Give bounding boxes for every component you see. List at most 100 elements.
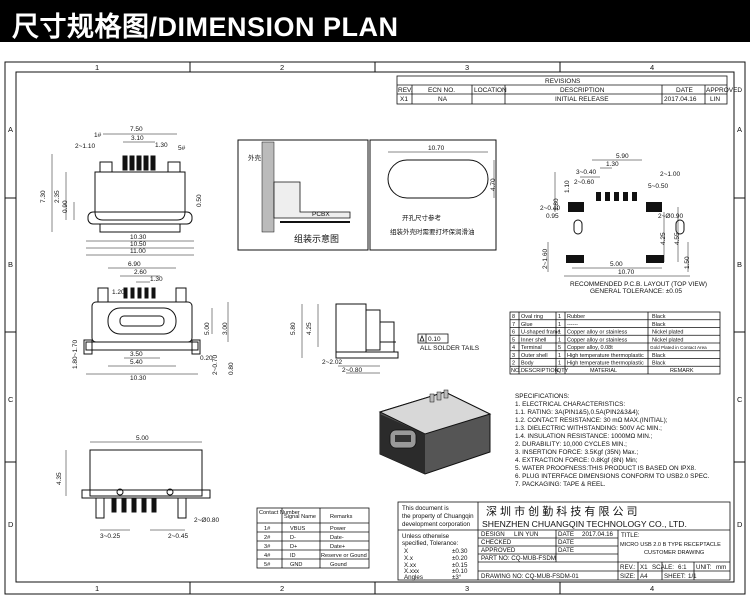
- bom-r1-rem: Black: [652, 322, 666, 328]
- company-name-cn: 深 圳 市 创 勤 科 技 有 限 公 司: [486, 504, 638, 518]
- top-3-0-25: 3~0.25: [100, 533, 120, 540]
- dim-5-00: 5.00: [204, 322, 211, 335]
- bom-r5-qty: 1: [558, 353, 561, 359]
- bom-r6-mat: High temperature thermoplastic: [567, 361, 644, 367]
- grid-row-b: B: [8, 260, 13, 269]
- rev-header-0: REV.: [398, 87, 413, 94]
- scale-value: 6:1: [678, 564, 687, 571]
- dim-7-50: 7.50: [130, 126, 143, 133]
- bom-r0-qty: 1: [558, 314, 561, 320]
- spec-line-5: 1.4. INSULATION RESISTANCE: 1000MΩ MIN.;: [515, 433, 653, 440]
- spec-line-2: 1.1. RATING: 3A(PIN1&5),0.5A(PIN2&3&4);: [515, 409, 640, 416]
- bom-r3-rem: Nickel plated: [652, 337, 684, 343]
- grid-col-3-bottom: 3: [465, 584, 469, 593]
- grid-col-1-bottom: 1: [95, 584, 99, 593]
- bom-r0-rem: Black: [652, 314, 666, 320]
- rev-cell-5: LIN: [710, 96, 720, 103]
- scale-label: SCALE:: [652, 564, 674, 571]
- top-4-35: 4.35: [56, 472, 63, 485]
- bom-r3-mat: Copper alloy or stainless: [567, 337, 627, 343]
- specifications: SPECIFICATIONS: 1. ELECTRICAL CHARACTERI…: [515, 393, 710, 488]
- bom-r0-mat: Rubber: [567, 314, 585, 320]
- grid-col-2: 2: [280, 63, 284, 72]
- dim-11-00: 11.00: [130, 248, 146, 255]
- pin-r3-c1: ID: [290, 553, 296, 559]
- cutout-10-70: 10.70: [428, 145, 445, 152]
- grid-row-d: D: [8, 520, 14, 529]
- dim-1-80-1-70: 1.80~1.70: [72, 340, 79, 369]
- pcb-2-0-60: 2~0.60: [574, 179, 594, 186]
- pin-r0-c1: VBUS: [290, 526, 306, 532]
- date3-label: DATE: [558, 547, 574, 554]
- revisions-table: REVISIONS REV. ECN NO. LOCATION DESCRIPT…: [396, 75, 742, 105]
- pin-r1-c2: Date-: [330, 535, 344, 541]
- spec-line-11: 7. PACKAGING: TAPE & REEL.: [515, 481, 606, 488]
- pcb-label: PCBX: [312, 211, 330, 218]
- solder-note: ALL SOLDER TAILS: [420, 345, 480, 352]
- grid-row-b-right: B: [737, 260, 742, 269]
- spec-line-4: 1.3. DIELECTRIC WITHSTANDING: 500V AC MI…: [515, 425, 662, 432]
- grid-col-4: 4: [650, 63, 654, 72]
- dim-2-60: 2.60: [134, 269, 147, 276]
- spec-line-3: 1.2. CONTACT RESISTANCE: 30 mΩ MAX.(INIT…: [515, 417, 668, 424]
- tol-4-value: ±3°: [452, 574, 462, 581]
- tol-3-value: ±0.10: [452, 568, 468, 575]
- assembly-box: PCBX 外壳 组装示意图 10.70 4.70 开孔尺寸参考 组装外壳时需要打…: [237, 139, 497, 251]
- bom-r5-no: 3: [512, 353, 515, 359]
- pin-r0-c0: 1#: [264, 526, 271, 532]
- dim-4-25: 4.25: [306, 322, 313, 335]
- spec-line-10: 6. PLUG INTERFACE DIMENSIONS CONFORM TO …: [515, 473, 710, 480]
- dim-3-00: 3.00: [222, 322, 229, 335]
- dim-2-35: 2.35: [54, 190, 61, 203]
- bom-r5-rem: Black: [652, 353, 666, 359]
- property-line-1: the property of Chuangqin: [402, 513, 474, 520]
- bom-r6-no: 2: [512, 361, 515, 367]
- bom-r6-rem: Black: [652, 361, 666, 367]
- side-view: 5.80 4.25 2~2.02 2~0.80 0.10 ALL SOLDER …: [290, 303, 480, 374]
- dim-0-50: 0.50: [196, 194, 203, 207]
- bom-r4-mat: Copper alloy, 0.08t: [567, 345, 613, 351]
- rev-header-4: DATE: [676, 87, 694, 94]
- pin-header-remarks: Remarks: [330, 514, 353, 520]
- tol-1-label: X.x: [404, 555, 414, 562]
- title-line-2: CUSTOMER DRAWING: [644, 550, 704, 556]
- pcb-1-50: 1.50: [684, 256, 691, 269]
- drawing-sheet: 1 2 3 4 1 2 3 4 A B C D A B C D REVISION…: [0, 42, 750, 595]
- tol-head-1: specified, Tolerance:: [402, 540, 459, 547]
- pcb-4-25: 4.25: [660, 232, 667, 245]
- dimension-drawing: 1 2 3 4 1 2 3 4 A B C D A B C D REVISION…: [4, 61, 746, 595]
- bom-r1-no: 7: [512, 322, 515, 328]
- bom-r1-desc: Glue: [521, 322, 533, 328]
- pin-r0-c2: Power: [330, 526, 346, 532]
- rev-cell-3: INITIAL RELEASE: [555, 96, 609, 103]
- bom-footer-mat: MATERIAL: [590, 368, 617, 374]
- tol-0-value: ±0.30: [452, 548, 468, 555]
- cutout-note-1: 开孔尺寸参考: [402, 213, 442, 222]
- tol-4-label: Angles: [404, 574, 423, 581]
- spec-line-1: 1. ELECTRICAL CHARACTERISTICS:: [515, 401, 625, 408]
- pin-r2-c0: 3#: [264, 544, 271, 550]
- company-name-en: SHENZHEN CHUANGQIN TECHNOLOGY CO., LTD.: [482, 519, 687, 529]
- bom-table: 8 Oval ring 1 Rubber Black 7 Glue 1 ----…: [509, 311, 721, 375]
- title-line-1: MICRO USB 2.0 B TYPE RECEPTACLE: [620, 542, 721, 548]
- bom-r2-desc: U-shaped frame: [521, 330, 560, 336]
- revisions-title: REVISIONS: [545, 78, 581, 85]
- rev-cell-4: 2017.04.16: [664, 96, 697, 103]
- dim-0-20: 0.20: [200, 355, 213, 362]
- product-3d-image: [378, 389, 492, 475]
- date-value: 2017.04.16: [582, 531, 614, 538]
- dim-5-40: 5.40: [130, 359, 143, 366]
- shell-label: 外壳: [248, 153, 262, 162]
- callout-1: 1#: [94, 132, 102, 139]
- date2-label: DATE: [558, 539, 574, 546]
- grid-col-1: 1: [95, 63, 99, 72]
- dim-3-50: 3.50: [130, 351, 143, 358]
- dim-5-80: 5.80: [290, 322, 297, 335]
- bom-r0-no: 8: [512, 314, 515, 320]
- page-title: 尺寸规格图/DIMENSION PLAN: [12, 12, 399, 42]
- pcb-5-0-50: 5~0.50: [648, 183, 668, 190]
- pin-r4-c2: Gound: [330, 562, 347, 568]
- bottom-view: 6.90 2.60 1.30 1.20 5.00 3.00 3.50 5.40 …: [72, 261, 235, 382]
- spec-line-8: 4. EXTRACTION FORCE: 0.8Kgf (8N) Min;: [515, 457, 638, 464]
- callout-5: 5#: [178, 145, 186, 152]
